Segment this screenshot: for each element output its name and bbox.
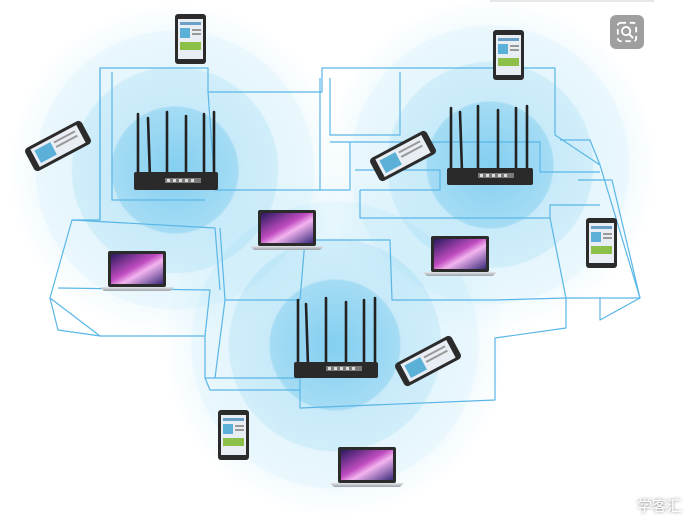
router-bottom <box>294 296 378 378</box>
laptop-bottom <box>330 447 404 487</box>
phone-tilted-left <box>25 120 91 172</box>
phone-tilted-bottom <box>395 335 461 387</box>
laptop-center-top <box>250 210 324 250</box>
watermark-text: 学客汇 <box>636 497 682 515</box>
search-icon <box>616 21 638 43</box>
phone-top-left <box>175 14 206 64</box>
router-right <box>447 104 533 185</box>
wechat-icon <box>611 497 631 513</box>
floor-plan <box>49 67 641 409</box>
router-left <box>134 110 218 190</box>
watermark: 学客汇 <box>611 495 682 516</box>
coverage-zone-bottom <box>165 175 505 515</box>
laptop-left <box>100 251 174 291</box>
zoom-button[interactable] <box>610 15 644 49</box>
phone-tilted-center <box>370 130 436 182</box>
phone-bottom-left <box>218 410 249 460</box>
phone-right-edge <box>586 218 617 268</box>
phone-top-right <box>493 30 524 80</box>
laptop-right <box>423 236 497 276</box>
coverage-zones <box>10 0 655 515</box>
